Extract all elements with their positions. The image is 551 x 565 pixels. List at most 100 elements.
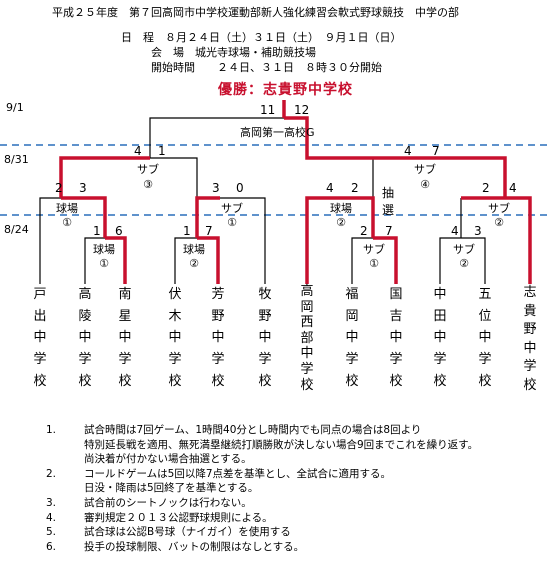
qf2-score-right: 0 bbox=[236, 181, 244, 195]
note-line: 試合球は公認B号球（ナイガイ）を使用する bbox=[84, 526, 291, 539]
r1b-score-right: 7 bbox=[205, 224, 213, 238]
note-number: 6. bbox=[46, 540, 57, 553]
qf3-venue-line2: ② bbox=[336, 216, 346, 229]
r1b-venue-line2: ② bbox=[189, 257, 199, 270]
final-score-right: 12 bbox=[294, 103, 310, 117]
school-makino: 牧野中学校 bbox=[258, 287, 272, 389]
school-fushiki: 伏木中学校 bbox=[168, 287, 182, 389]
r1e-score-right: 3 bbox=[474, 224, 482, 238]
r1c-venue-line1: サブ bbox=[363, 243, 385, 256]
qf4-venue-line2: ② bbox=[494, 216, 504, 229]
start-time-text: 開始時間 ２４日、３１日 ８時３０分開始 bbox=[151, 61, 382, 74]
school-nakada: 中田中学校 bbox=[433, 287, 447, 389]
sf-right-venue-line2: ④ bbox=[420, 178, 430, 191]
r1c-venue-line2: ① bbox=[369, 257, 379, 270]
r1e-score-left: 4 bbox=[451, 224, 459, 238]
note-line: 試合前のシートノックは行わない。 bbox=[84, 496, 252, 509]
date-dividers bbox=[0, 144, 551, 216]
date-label-8-24: 8/24 bbox=[4, 223, 29, 236]
note-line: 日没・降雨は5回終了を基準とする。 bbox=[84, 482, 259, 495]
r1b-loser-line bbox=[174, 237, 197, 284]
qf2-winner-line bbox=[195, 196, 220, 238]
note-number: 5. bbox=[46, 526, 57, 539]
r1e-venue-line1: サブ bbox=[453, 243, 475, 256]
rules-notes: 1. 試合時間は7回ゲーム、1時間40分とし時間内でも同点の場合は8回より特別延… bbox=[46, 423, 478, 554]
final-score-left: 11 bbox=[260, 103, 276, 117]
venue-text: 会 場 城光寺球場・補助競技場 bbox=[151, 46, 316, 59]
note-line: 特別延長戦を適用、無死満塁継続打順勝敗が決しない場合9回までこれを繰り返す。 bbox=[84, 438, 479, 451]
sf-right-venue-line1: サブ bbox=[414, 163, 436, 176]
school-yoshino: 芳野中学校 bbox=[211, 287, 225, 389]
r1b-score-left: 1 bbox=[183, 224, 191, 238]
final-venue: 高岡第一高校G bbox=[240, 126, 315, 139]
qf3-score-right: 2 bbox=[351, 181, 359, 195]
sf-left-winner-line bbox=[59, 156, 150, 198]
school-kuniyoshi: 国吉中学校 bbox=[389, 287, 403, 389]
sf-right-score-right: 7 bbox=[432, 144, 440, 158]
r1a-score-right: 6 bbox=[115, 224, 123, 238]
tournament-title: 平成２５年度 第７回高岡市中学校運動部新人強化練習会軟式野球競技 中学の部 bbox=[52, 6, 459, 19]
qf1-winner-line bbox=[61, 196, 107, 238]
qf1-venue-line2: ① bbox=[62, 216, 72, 229]
qf2-venue-line2: ① bbox=[227, 216, 237, 229]
draw-label: 抽選 bbox=[382, 186, 395, 217]
qf2-score-left: 3 bbox=[212, 181, 220, 195]
bracket-lines bbox=[39, 117, 486, 284]
note-line: コールドゲームは5回以降7点差を基準とし、全試合に適用する。 bbox=[84, 467, 392, 480]
sf-left-venue: サブ ③ bbox=[137, 162, 159, 192]
school-nansei: 南星中学校 bbox=[118, 287, 132, 389]
note-item: 1. 試合時間は7回ゲーム、1時間40分とし時間内でも同点の場合は8回より特別延… bbox=[46, 423, 478, 467]
date-label-9-1: 9/1 bbox=[6, 101, 24, 114]
qf4-score-left: 2 bbox=[482, 181, 490, 195]
note-number: 4. bbox=[46, 511, 57, 524]
qf1-loser-line bbox=[39, 197, 61, 284]
r1a-loser-line bbox=[84, 237, 105, 284]
sf-left-venue-line2: ③ bbox=[143, 178, 153, 191]
school-tode: 戸出中学校 bbox=[33, 287, 47, 389]
r1b-venue-line1: 球場 bbox=[183, 243, 205, 256]
qf2-loser-line bbox=[220, 197, 266, 284]
school-koryo: 高陵中学校 bbox=[78, 287, 92, 389]
school-takaoka-seibu: 高岡西部中学校 bbox=[300, 284, 314, 393]
r1c-loser-line bbox=[351, 237, 373, 284]
r1b-winner-line bbox=[197, 236, 220, 284]
final-loser-line bbox=[149, 117, 284, 158]
sf-left-venue-line1: サブ bbox=[137, 163, 159, 176]
qf4-winner-line bbox=[461, 196, 532, 284]
qf2-venue-line1: サブ bbox=[221, 202, 243, 215]
schedule-text: 日 程 ８月２４日（土）３１日（土） ９月１日（日） bbox=[121, 31, 402, 44]
tournament-bracket bbox=[0, 100, 551, 284]
qf3-score-left: 4 bbox=[326, 181, 334, 195]
date-label-8-31: 8/31 bbox=[4, 153, 29, 166]
r1c-winner-line bbox=[373, 236, 398, 284]
r1a-venue-line1: 球場 bbox=[93, 243, 115, 256]
sf-right-score-left: 4 bbox=[404, 144, 412, 158]
sf-left-score-left: 4 bbox=[134, 144, 142, 158]
sf-left-score-right: 1 bbox=[158, 144, 166, 158]
note-item: 5. 試合球は公認B号球（ナイガイ）を使用する bbox=[46, 525, 478, 540]
qf3-winner-line bbox=[305, 196, 375, 284]
r1e-loser-line bbox=[461, 237, 486, 284]
r1a-score-left: 1 bbox=[93, 224, 101, 238]
note-number: 1. bbox=[46, 424, 57, 436]
r1a-venue-line2: ① bbox=[99, 257, 109, 270]
note-item: 3. 試合前のシートノックは行わない。 bbox=[46, 496, 478, 511]
qf1-score-left: 2 bbox=[55, 181, 63, 195]
final-winner-line bbox=[284, 116, 440, 160]
note-line: 投手の投球制限、バットの制限はなしとする。 bbox=[84, 540, 305, 553]
note-line: 審判規定２０１３公認野球規則による。 bbox=[84, 511, 273, 524]
note-item: 4. 審判規定２０１３公認野球規則による。 bbox=[46, 511, 478, 526]
note-line: 試合時間は7回ゲーム、1時間40分とし時間内でも同点の場合は8回より bbox=[84, 424, 422, 436]
qf1-score-right: 3 bbox=[79, 181, 87, 195]
school-shikino: 志貴野中学校 bbox=[523, 285, 537, 393]
qf4-venue-line1: サブ bbox=[488, 202, 510, 215]
note-number: 3. bbox=[46, 496, 57, 509]
school-goi: 五位中学校 bbox=[478, 287, 492, 389]
